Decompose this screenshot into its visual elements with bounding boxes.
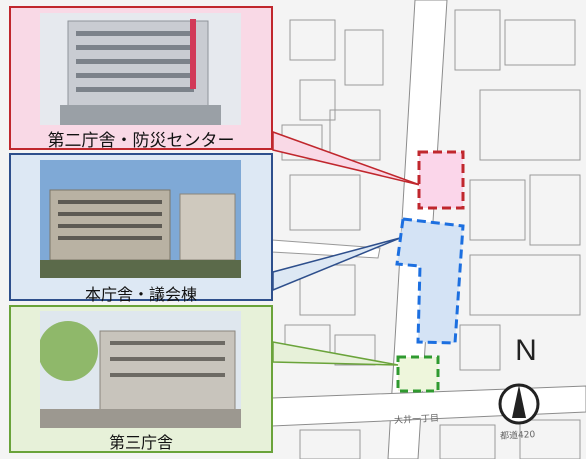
second-building-site-marker — [417, 150, 465, 210]
map-block — [529, 174, 581, 246]
second-building-caption: 第二庁舎・防災センター — [47, 131, 235, 151]
map-block — [329, 109, 381, 161]
main-building-callout: 本庁舎・議会棟 — [9, 153, 273, 304]
second-building-connector — [272, 130, 421, 186]
map-block — [439, 424, 496, 459]
main-building-photo — [40, 160, 241, 278]
compass-needle-icon — [512, 385, 526, 418]
main-building-connector — [272, 237, 401, 292]
third-building-site-marker — [396, 355, 440, 393]
map-block — [479, 89, 581, 161]
third-building-connector — [272, 341, 399, 366]
second-building-photo — [40, 13, 241, 125]
map-block — [469, 179, 526, 241]
main-building-caption: 本庁舎・議会棟 — [84, 285, 197, 304]
road-label: 都道420 — [499, 430, 536, 442]
map-block — [334, 334, 376, 366]
map-block — [454, 9, 501, 71]
third-building-photo — [40, 311, 241, 428]
map-block — [469, 254, 581, 316]
map-block — [289, 174, 361, 231]
main-building-site-marker — [395, 217, 465, 345]
map-block — [344, 29, 384, 86]
map-block — [289, 19, 336, 61]
compass — [498, 383, 540, 425]
second-building-callout: 第二庁舎・防災センター — [9, 6, 273, 151]
road-label: 大井一丁目 — [393, 413, 440, 427]
third-building-callout: 第三庁舎 — [9, 305, 273, 453]
map-block — [299, 429, 361, 459]
map-block — [299, 79, 336, 121]
map-block — [519, 419, 581, 459]
map-block — [459, 324, 501, 371]
compass-north-label: N — [515, 334, 537, 367]
third-building-caption: 第三庁舎 — [108, 433, 173, 452]
map-block — [504, 19, 576, 66]
